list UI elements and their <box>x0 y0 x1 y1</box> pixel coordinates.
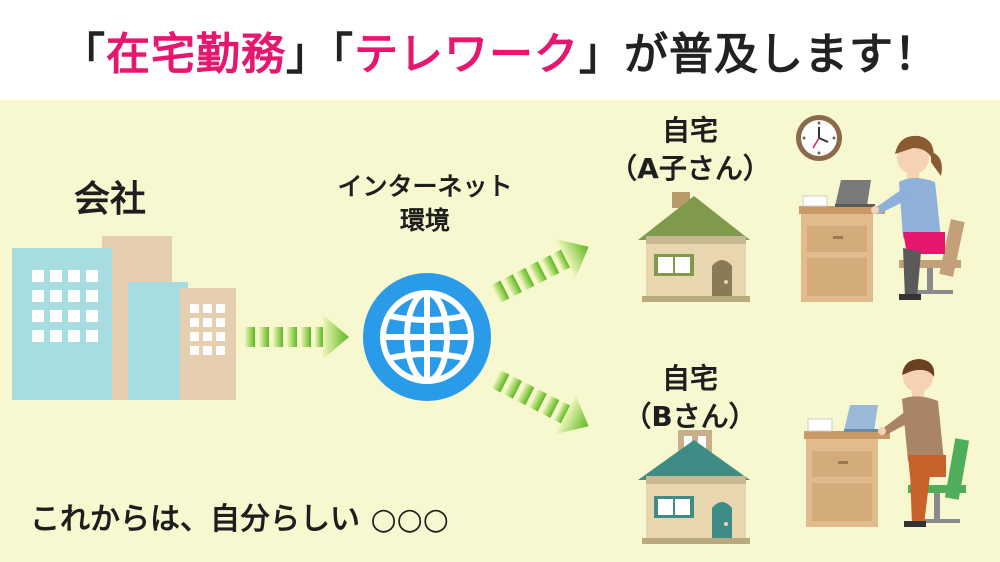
home-a-label: 自宅 （A子さん） <box>600 112 780 188</box>
keyword-remote-work: 在宅勤務 <box>106 29 286 80</box>
house-icon <box>638 430 750 544</box>
home-b-title: 自宅 <box>661 362 718 395</box>
network-label-line1: インターネット <box>337 172 513 201</box>
clock-icon <box>796 115 842 161</box>
header: 「在宅勤務」「テレワーク」が普及します！ <box>0 0 1000 100</box>
headline: 「在宅勤務」「テレワーク」が普及します！ <box>0 18 1000 82</box>
company-label: 会社 <box>73 179 146 220</box>
bracket-open-1: 「 <box>61 29 106 80</box>
building-icon <box>12 236 236 400</box>
home-b-label: 自宅 （Bさん） <box>600 360 780 436</box>
footer-text: これからは、自分らしい ○○○ <box>30 502 449 537</box>
globe-icon <box>363 273 491 401</box>
home-b-person: （Bさん） <box>623 400 757 433</box>
network-label: インターネット 環境 <box>300 170 550 238</box>
arrow-icon <box>245 315 349 359</box>
arrow-icon <box>491 370 589 435</box>
worker-man-icon <box>804 359 970 527</box>
bracket-close-2: 」 <box>579 29 624 80</box>
worker-woman-icon <box>799 135 965 302</box>
bracket-close-1: 」 <box>286 29 331 80</box>
headline-suffix: が普及します！ <box>624 29 939 80</box>
home-a-title: 自宅 <box>661 114 718 147</box>
keyword-telework: テレワーク <box>354 29 579 80</box>
house-icon <box>638 192 750 302</box>
home-a-person: （A子さん） <box>609 152 771 185</box>
network-label-line2: 環境 <box>399 206 450 235</box>
bracket-open-2: 「 <box>331 29 354 80</box>
arrow-icon <box>491 238 589 303</box>
